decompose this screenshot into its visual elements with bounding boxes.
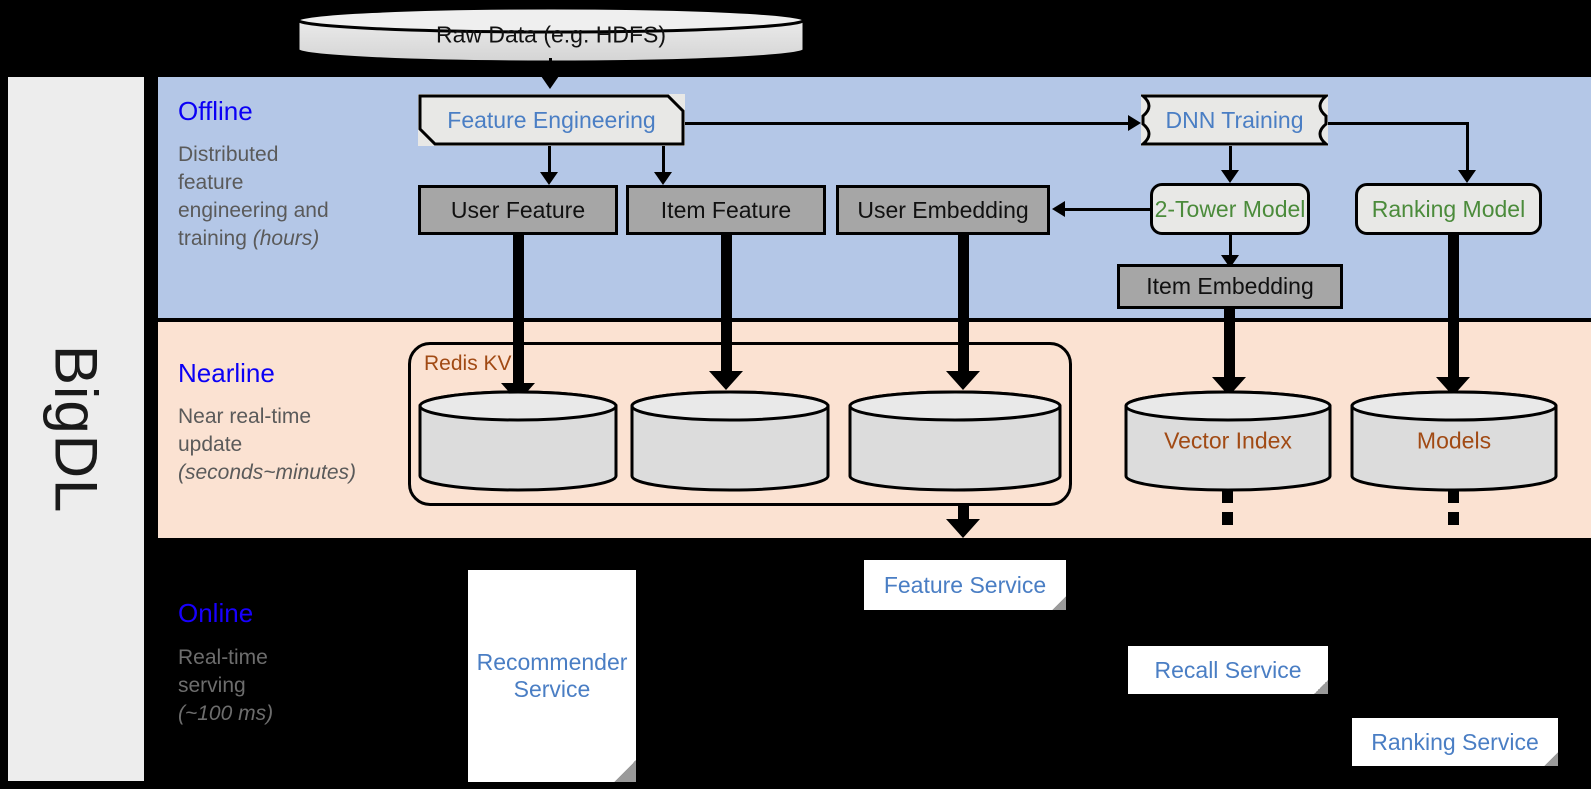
feature-engineering-box[interactable]: Feature Engineering [418,94,685,146]
page-fold-icon [1314,680,1328,694]
offline-subtitle: Distributed feature engineering and trai… [178,141,388,253]
offline-sub-italic: (hours) [252,226,320,250]
connector-fe-itemfeature [662,146,665,174]
bigdl-label-wrap: BigDL [8,77,144,781]
feature-service-box[interactable]: Feature Service [864,560,1066,610]
two-tower-model-box[interactable]: 2-Tower Model [1150,183,1310,235]
arrowhead-fe-userfeature [540,172,558,185]
connector-rawdata-fe [549,58,552,80]
offline-sub-l1: Distributed [178,143,279,166]
recall-service-box[interactable]: Recall Service [1128,646,1328,694]
offline-sub-l2: feature [178,170,244,194]
arrowhead-rawdata-fe [541,76,559,89]
connector-twotower-userembedding [1065,208,1153,211]
recommender-service-box[interactable]: Recommender Service [468,570,636,782]
stub-models-ranking-2 [1448,512,1459,525]
connector-dnn-ranking-h [1328,122,1469,125]
ranking-model-label: Ranking Model [1371,195,1526,222]
item-embedding-label: Item Embedding [1146,273,1314,299]
ranking-service-label: Ranking Service [1371,728,1539,755]
user-feature-label: User Feature [450,196,586,223]
arrowhead-pipe-store2 [709,371,743,390]
ranking-service-box[interactable]: Ranking Service [1352,718,1558,766]
stub-vectorindex-recall-2 [1222,512,1233,525]
nearline-sub-l1: Near real-time [178,405,312,428]
models-cylinder[interactable]: Models [1350,390,1558,492]
user-feature-box[interactable]: User Feature [418,185,618,235]
raw-data-cylinder: Raw Data (e.g. HDFS) [296,6,806,64]
pipe-userembedding-store3 [958,235,969,375]
arrowhead-dnn-ranking [1458,170,1476,183]
pipe-ranking-models [1448,235,1459,381]
page-fold-icon [1544,752,1558,766]
item-feature-label: Item Feature [660,196,792,223]
bigdl-label: BigDL [42,344,110,514]
online-sub-l2: serving [178,673,246,697]
offline-title: Offline [178,96,253,126]
store-cylinder-1[interactable] [418,390,618,492]
two-tower-model-label: 2-Tower Model [1154,195,1306,222]
vector-index-cylinder[interactable]: Vector Index [1124,390,1332,492]
connector-twotower-itememb [1229,235,1232,257]
connector-dnn-twotower [1229,146,1232,172]
arrowhead-redis-featureservice [946,519,980,538]
recommender-service-label: Recommender Service [476,649,628,702]
nearline-sub-l2: update [178,432,243,456]
user-embedding-box[interactable]: User Embedding [836,185,1050,235]
feature-service-label: Feature Service [883,571,1047,598]
offline-sub-l4: training [178,226,253,250]
online-title: Online [178,598,254,628]
item-feature-box[interactable]: Item Feature [626,185,826,235]
arrowhead-fe-dnn [1128,115,1141,131]
pipe-itemfeature-store2 [721,235,732,375]
user-embedding-label: User Embedding [857,196,1029,223]
pipe-userfeature-store1 [513,235,524,387]
offline-sub-l3: engineering and [178,198,329,222]
nearline-title: Nearline [178,358,275,388]
arrowhead-dnn-twotower [1221,170,1239,183]
dnn-training-box[interactable]: DNN Training [1141,94,1328,146]
online-sub-italic: (~100 ms) [178,701,274,725]
page-fold-icon [614,760,636,782]
ranking-model-box[interactable]: Ranking Model [1355,183,1542,235]
arrowhead-fe-itemfeature [654,172,672,185]
item-embedding-box[interactable]: Item Embedding [1117,264,1343,309]
redis-kv-label: Redis KV [424,352,512,375]
feature-engineering-label: Feature Engineering [447,106,656,133]
bigdl-rail: BigDL [8,77,144,781]
stub-vectorindex-recall [1222,490,1233,503]
arrowhead-pipe-store3 [946,371,980,390]
stub-models-ranking [1448,490,1459,503]
connector-fe-userfeature [548,146,551,174]
online-subtitle: Real-time serving (~100 ms) [178,644,388,728]
store-cylinder-3[interactable] [848,390,1062,492]
stub-redis-featureservice [958,506,969,519]
dnn-training-label: DNN Training [1165,106,1304,133]
arrowhead-twotower-userembedding [1052,201,1065,217]
nearline-sub-italic: (seconds~minutes) [178,460,356,484]
connector-fe-dnn [685,122,1130,125]
recall-service-label: Recall Service [1154,656,1302,683]
redis-kv-container [408,342,1072,506]
online-sub-l1: Real-time [178,646,268,669]
store-cylinder-2[interactable] [630,390,830,492]
page-fold-icon [1052,596,1066,610]
nearline-subtitle: Near real-time update (seconds~minutes) [178,403,413,487]
pipe-itememb-vectorindex [1224,309,1235,381]
connector-dnn-ranking-v [1466,122,1469,172]
